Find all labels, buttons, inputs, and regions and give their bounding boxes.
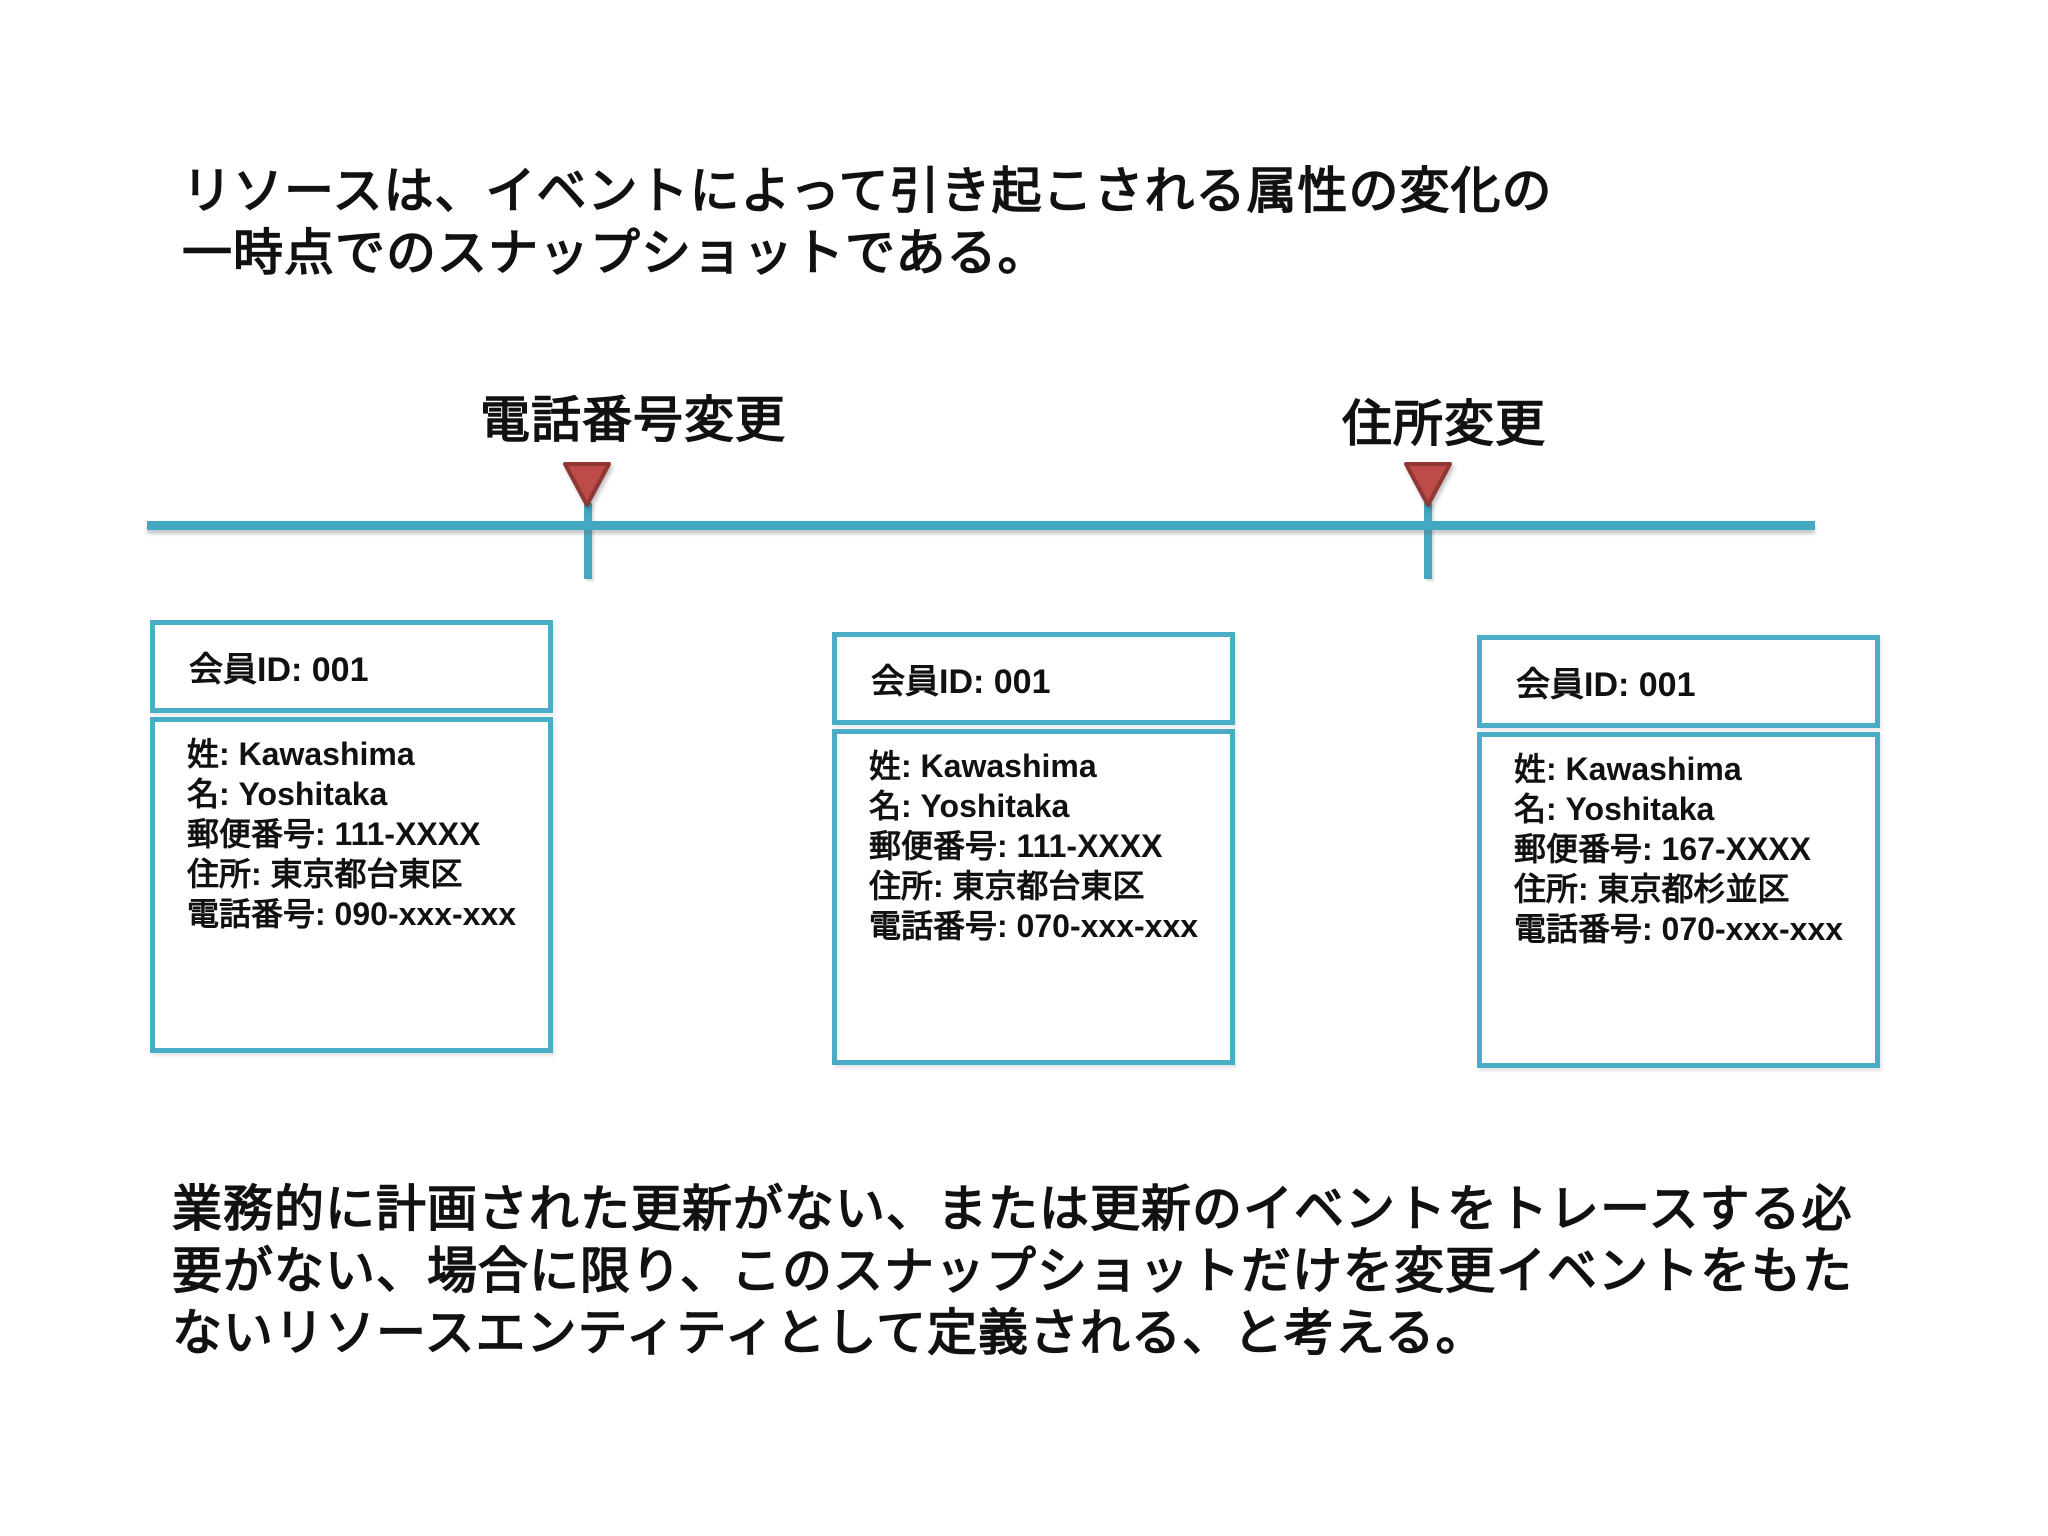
timeline-tick-phone-change <box>584 503 592 579</box>
field-address: 住所: 東京都杉並区 <box>1514 871 1790 907</box>
conclusion-line-1: 業務的に計画された更新がない、または更新のイベントをトレースする必 <box>172 1181 1853 1237</box>
member-id: 会員ID: 001 <box>189 651 369 689</box>
field-address: 住所: 東京都台東区 <box>869 868 1145 904</box>
snapshot-body: 姓: Kawashima 名: Yoshitaka 郵便番号: 111-XXXX… <box>832 729 1235 1065</box>
snapshot-header: 会員ID: 001 <box>150 620 553 713</box>
field-last-name: 姓: Kawashima <box>869 748 1097 784</box>
field-address: 住所: 東京都台東区 <box>187 856 463 892</box>
timeline-line <box>147 521 1815 530</box>
field-phone-number: 電話番号: 070-xxx-xxx <box>869 908 1199 944</box>
snapshot-body: 姓: Kawashima 名: Yoshitaka 郵便番号: 111-XXXX… <box>150 717 553 1053</box>
field-last-name: 姓: Kawashima <box>1514 751 1742 787</box>
snapshot-card-2: 会員ID: 001 姓: Kawashima 名: Yoshitaka 郵便番号… <box>832 632 1235 1065</box>
member-id: 会員ID: 001 <box>871 663 1051 701</box>
timeline-tick-address-change <box>1424 503 1432 579</box>
member-id: 会員ID: 001 <box>1516 666 1696 704</box>
event-label-address-change: 住所変更 <box>1342 396 1546 452</box>
snapshot-card-3: 会員ID: 001 姓: Kawashima 名: Yoshitaka 郵便番号… <box>1477 635 1880 1068</box>
snapshot-header: 会員ID: 001 <box>832 632 1235 725</box>
field-first-name: 名: Yoshitaka <box>869 788 1070 824</box>
field-first-name: 名: Yoshitaka <box>1514 791 1715 827</box>
snapshot-card-1: 会員ID: 001 姓: Kawashima 名: Yoshitaka 郵便番号… <box>150 620 553 1053</box>
triangle-down-icon <box>563 462 611 507</box>
intro-line-2: 一時点でのスナップショットである。 <box>182 225 1049 281</box>
conclusion-line-2: 要がない、場合に限り、このスナップショットだけを変更イベントをもた <box>172 1243 1853 1299</box>
field-last-name: 姓: Kawashima <box>187 736 415 772</box>
conclusion-paragraph: 業務的に計画された更新がない、または更新のイベントをトレースする必 要がない、場… <box>172 1178 1853 1364</box>
field-postal-code: 郵便番号: 167-XXXX <box>1514 831 1811 867</box>
intro-line-1: リソースは、イベントによって引き起こされる属性の変化の <box>182 163 1553 219</box>
triangle-down-icon <box>1404 462 1452 507</box>
field-first-name: 名: Yoshitaka <box>187 776 388 812</box>
field-postal-code: 郵便番号: 111-XXXX <box>187 816 481 852</box>
snapshot-header: 会員ID: 001 <box>1477 635 1880 728</box>
intro-paragraph: リソースは、イベントによって引き起こされる属性の変化の 一時点でのスナップショッ… <box>182 160 1553 284</box>
conclusion-line-3: ないリソースエンティティとして定義される、と考える。 <box>172 1305 1487 1361</box>
field-phone-number: 電話番号: 070-xxx-xxx <box>1514 911 1844 947</box>
field-postal-code: 郵便番号: 111-XXXX <box>869 828 1163 864</box>
field-phone-number: 電話番号: 090-xxx-xxx <box>187 896 517 932</box>
snapshot-body: 姓: Kawashima 名: Yoshitaka 郵便番号: 167-XXXX… <box>1477 732 1880 1068</box>
event-label-phone-number-change: 電話番号変更 <box>480 392 786 448</box>
